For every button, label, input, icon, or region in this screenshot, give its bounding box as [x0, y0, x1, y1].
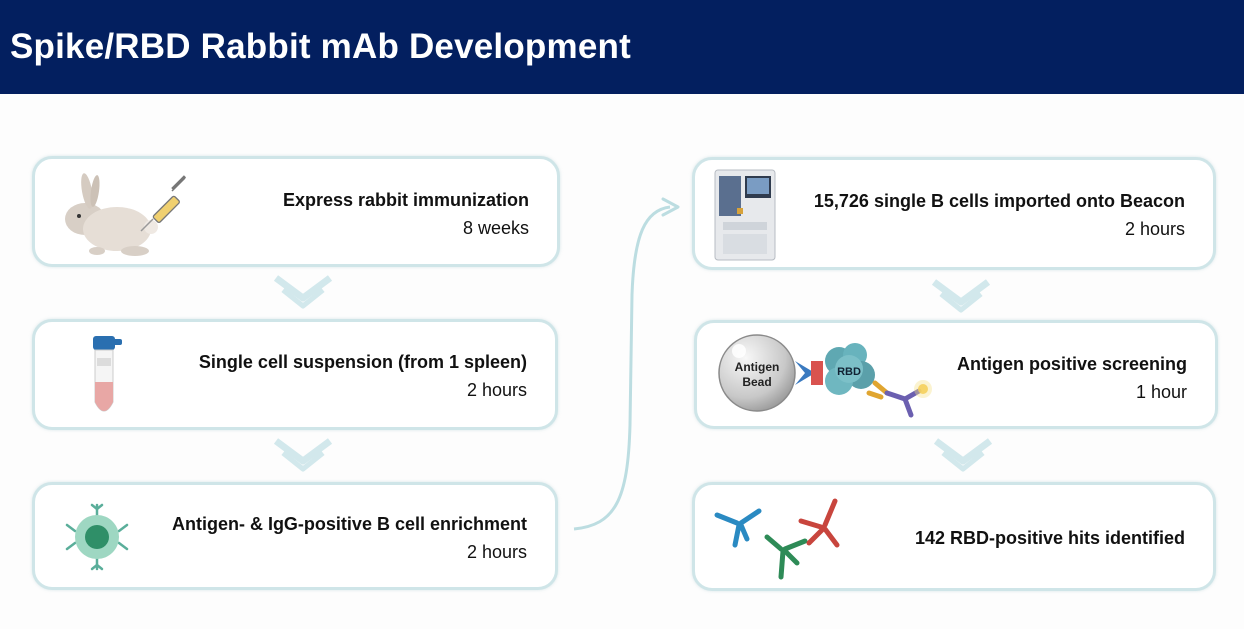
- antibody-icon: [866, 380, 922, 418]
- beacon-instrument-icon: [714, 169, 776, 261]
- chevron-down-icon: [931, 279, 991, 313]
- step-duration: 2 hours: [466, 542, 527, 562]
- step-duration: 2 hours: [1124, 219, 1185, 239]
- b-cell-icon: [65, 503, 129, 571]
- connector-arrow: [573, 197, 680, 531]
- antibody-icon: [764, 534, 808, 580]
- step-duration: 2 hours: [466, 380, 527, 400]
- bead-label: Bead: [742, 375, 771, 389]
- rabbit-syringe-icon: [65, 173, 187, 256]
- step-title: 15,726 single B cells imported onto Beac…: [813, 191, 1185, 211]
- step-duration: 8 weeks: [462, 218, 529, 238]
- step-title: Antigen- & IgG-positive B cell enrichmen…: [171, 514, 527, 534]
- linker-icon: [795, 361, 815, 385]
- step-card-immunization: Express rabbit immunization 8 weeks: [32, 156, 560, 267]
- step-duration: 1 hour: [1135, 382, 1187, 402]
- step-card-enrichment: Antigen- & IgG-positive B cell enrichmen…: [32, 482, 558, 590]
- step-card-antigen-screening: Antigen Bead RBD Antigen positive screen…: [694, 320, 1218, 429]
- test-tube-icon: [93, 336, 122, 412]
- step-title: Antigen positive screening: [956, 354, 1187, 374]
- chevron-down-icon: [273, 438, 333, 472]
- step-card-cell-suspension: Single cell suspension (from 1 spleen) 2…: [32, 319, 558, 430]
- page-title: Spike/RBD Rabbit mAb Development: [10, 27, 631, 66]
- rbd-label: RBD: [837, 366, 861, 378]
- bead-label: Antigen: [735, 360, 780, 374]
- chevron-down-icon: [933, 438, 993, 472]
- chevron-down-icon: [273, 275, 333, 309]
- antibodies-icon: [714, 498, 840, 580]
- step-title: Single cell suspension (from 1 spleen): [198, 352, 527, 372]
- rabbit-icon: [65, 173, 158, 256]
- antibody-icon: [714, 508, 762, 548]
- step-title: Express rabbit immunization: [282, 190, 529, 210]
- antibody-icon: [798, 498, 840, 548]
- rbd-protein-icon: [825, 343, 875, 395]
- step-card-beacon-import: 15,726 single B cells imported onto Beac…: [692, 157, 1216, 270]
- header-bar: Spike/RBD Rabbit mAb Development: [0, 0, 1244, 94]
- syringe-icon: [140, 175, 187, 232]
- antigen-bead-icon: Antigen Bead RBD: [718, 334, 932, 418]
- step-card-hits: 142 RBD-positive hits identified: [692, 482, 1216, 591]
- step-title: 142 RBD-positive hits identified: [914, 528, 1185, 548]
- arrowhead-icon: [661, 197, 680, 217]
- connector-line: [573, 205, 671, 531]
